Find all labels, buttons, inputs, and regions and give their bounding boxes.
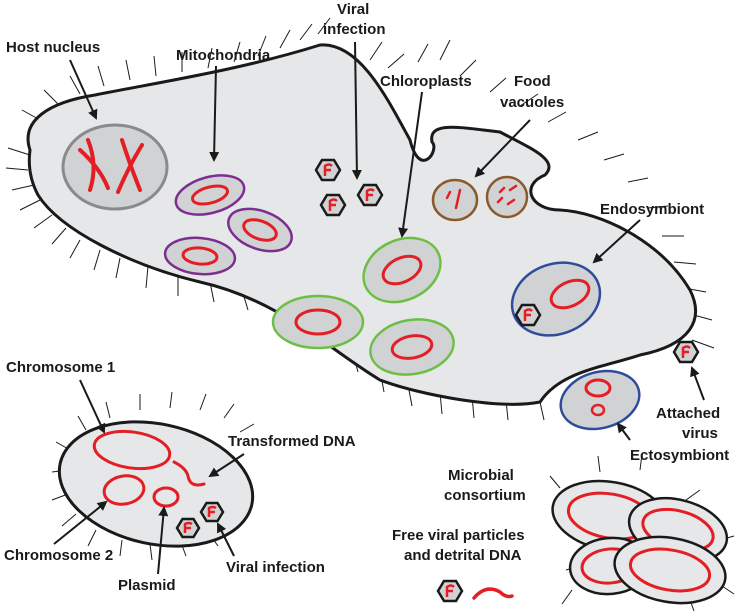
label-plasmid: Plasmid [118,577,176,594]
arrow-chloroplasts [398,91,423,238]
bacterium [51,391,255,561]
virus-icon [356,183,384,207]
bacterium-cilia [51,391,255,561]
mitochondrion [174,174,246,216]
label-viral-infection-bottom: Viral infection [226,559,325,576]
arrow-viral-infection-bottom [217,522,235,557]
arrow-chromosome-1 [79,379,106,434]
ectosymbiont [559,369,641,431]
free-viral-particles [436,579,514,603]
arrow-food-vacuoles [474,119,531,178]
chloroplast [271,294,365,350]
host-cell-membrane [26,43,697,406]
arrow-mitochondria [209,65,220,162]
label-microbial-consortium-line1: Microbial [448,467,514,484]
arrow-host-nucleus [69,59,98,120]
host-nucleus [61,123,169,211]
arrow-viral-infection-top [351,41,362,180]
arrow-plasmid [157,506,169,575]
chloroplast [369,318,455,376]
attached-virus [672,340,700,364]
virus-icon [319,193,347,217]
chloroplast [362,236,442,304]
label-viral-infection-top-line2: infection [323,21,386,38]
chloroplasts-group [271,236,455,376]
mitochondria-group [163,174,293,276]
microbial-consortium [549,453,735,612]
food-vacuole [485,175,529,219]
arrow-transformed-dna [208,453,245,478]
label-free-viral-line2: and detrital DNA [404,547,522,564]
label-attached-virus-line2: virus [682,425,718,442]
virus-icon [514,303,542,327]
host-chromosomes [78,138,144,194]
mitochondrion [163,236,237,276]
label-ectosymbiont: Ectosymbiont [630,447,729,464]
virus-icon [314,158,342,182]
label-chromosome-1: Chromosome 1 [6,359,115,376]
label-free-viral-line1: Free viral particles [392,527,525,544]
label-endosymbiont: Endosymbiont [600,201,704,218]
endosymbiont [510,261,602,337]
virus-icon [199,501,225,523]
food-vacuoles [431,175,529,222]
labels: Host nucleus Mitochondria Viral infectio… [4,1,729,594]
detrital-dna [472,587,514,600]
arrow-endosymbiont [592,219,641,264]
virus-icon [436,579,464,603]
label-food-vacuoles-line1: Food [514,73,551,90]
label-mitochondria: Mitochondria [176,47,271,64]
virus-icon [175,517,201,539]
consortium-cell [613,535,727,605]
label-attached-virus-line1: Attached [656,405,720,422]
label-food-vacuoles-line2: vacuoles [500,94,564,111]
bacterial-dna [92,429,206,508]
mitochondrion [227,207,293,253]
label-chloroplasts: Chloroplasts [380,73,472,90]
viral-particles-host [314,158,384,217]
label-chromosome-2: Chromosome 2 [4,547,113,564]
label-viral-infection-top-line1: Viral [337,1,369,18]
arrow-chromosome-2 [53,500,108,545]
food-vacuole [431,178,479,222]
label-transformed-dna: Transformed DNA [228,433,356,450]
arrow-ectosymbiont [616,422,631,441]
label-microbial-consortium-line2: consortium [444,487,526,504]
label-host-nucleus: Host nucleus [6,39,100,56]
arrow-attached-virus [690,366,705,401]
arrows [53,41,705,575]
